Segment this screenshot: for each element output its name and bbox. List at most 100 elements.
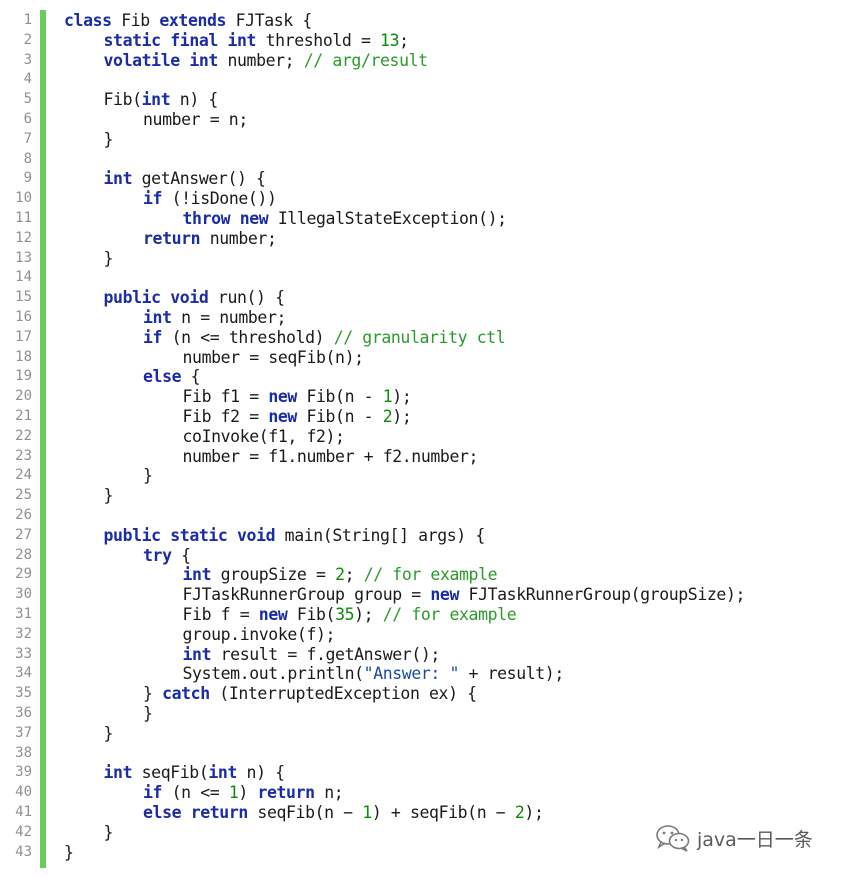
code-token: (!isDone()) (162, 189, 277, 209)
code-token: Fib f1 = (182, 387, 269, 407)
code-line: 4 (0, 70, 850, 90)
code-token (230, 209, 240, 228)
line-number: 42 (15, 823, 32, 840)
code-text: } (143, 466, 153, 486)
code-text: Fib(int n) { (104, 90, 219, 110)
code-text: int seqFib(int n) { (103, 763, 286, 783)
code-token: getAnswer() { (132, 169, 266, 189)
code-token: } (143, 466, 153, 486)
gutter-change-bar (40, 10, 46, 868)
code-token: coInvoke(f1, f2); (182, 426, 345, 446)
watermark: java一日一条 (655, 823, 813, 853)
code-text: } (104, 823, 114, 843)
code-token: threshold = (256, 30, 381, 50)
code-text: else { (143, 367, 201, 387)
code-text: } (64, 843, 74, 863)
code-keyword: try (143, 545, 172, 565)
code-token: ; (399, 30, 409, 50)
code-text: return number; (143, 229, 277, 249)
code-number: 1 (362, 803, 372, 822)
code-keyword: extends (159, 11, 227, 30)
code-text: } (104, 724, 114, 744)
line-number: 10 (15, 190, 32, 207)
code-token: ); (354, 605, 383, 624)
line-number: 25 (15, 487, 32, 504)
code-keyword: return (257, 783, 315, 803)
code-keyword: int (182, 644, 212, 664)
code-keyword: int (189, 50, 218, 70)
code-keyword: int (182, 565, 212, 585)
line-number: 43 (15, 843, 32, 860)
code-token: ) + seqFib(n − (371, 803, 515, 822)
code-keyword: int (103, 763, 133, 783)
code-token: ); (392, 407, 412, 426)
code-token (227, 526, 237, 545)
line-number: 24 (15, 467, 32, 484)
code-comment: // arg/result (303, 50, 428, 70)
code-token: seqFib(n − (247, 803, 363, 822)
code-keyword: void (237, 525, 276, 545)
code-line: 37} (0, 724, 850, 744)
code-token: n) { (237, 763, 286, 783)
code-token: n) { (170, 90, 219, 110)
line-number: 3 (23, 51, 32, 68)
line-number: 9 (23, 170, 32, 187)
code-token: Fib( (287, 605, 336, 624)
code-text: number = seqFib(n); (182, 347, 365, 368)
code-line: 7} (0, 130, 850, 150)
code-token (161, 288, 171, 307)
code-keyword: static (103, 30, 162, 50)
code-keyword: int (143, 308, 172, 327)
code-token: FJTask { (226, 11, 313, 30)
line-number: 30 (15, 586, 32, 603)
code-token: main(String[] args) { (275, 525, 486, 545)
code-text: Fib f = new Fib(35); // for example (183, 605, 517, 625)
code-text: else return seqFib(n − 1) + seqFib(n − 2… (143, 803, 544, 823)
code-text: if (n <= 1) return n; (143, 783, 344, 803)
code-text: number = f1.number + f2.number; (183, 447, 479, 467)
line-number: 35 (15, 685, 32, 702)
line-number: 21 (15, 408, 32, 424)
code-text: Fib f1 = new Fib(n - 1); (183, 387, 412, 407)
code-token: groupSize = (211, 565, 336, 585)
code-number: 35 (335, 605, 355, 624)
line-number: 7 (23, 130, 32, 147)
line-number: 39 (15, 764, 32, 781)
code-text: class Fib extends FJTask { (64, 11, 312, 31)
code-number: 2 (382, 407, 393, 426)
code-token: seqFib( (132, 763, 209, 783)
code-token: Fib (111, 11, 160, 30)
code-token: run() { (208, 288, 285, 308)
code-keyword: public (103, 288, 162, 308)
line-number: 28 (15, 546, 32, 563)
code-line: 35} catch (InterruptedException ex) { (0, 684, 850, 704)
line-number: 27 (15, 526, 32, 543)
line-number: 37 (15, 724, 32, 741)
code-keyword: static (170, 525, 228, 545)
code-token: FJTaskRunnerGroup group = (182, 585, 431, 605)
code-token: System.out.println( (182, 664, 365, 684)
code-token: (InterruptedException ex) { (209, 684, 477, 704)
code-keyword: int (208, 763, 237, 783)
code-token: number = seqFib(n); (182, 347, 365, 367)
code-token: + result); (459, 664, 565, 684)
code-token: ); (524, 803, 544, 822)
code-comment: // for example (363, 565, 498, 585)
code-keyword: return (190, 803, 249, 822)
line-number: 2 (23, 31, 32, 48)
code-line: 26 (0, 506, 850, 526)
